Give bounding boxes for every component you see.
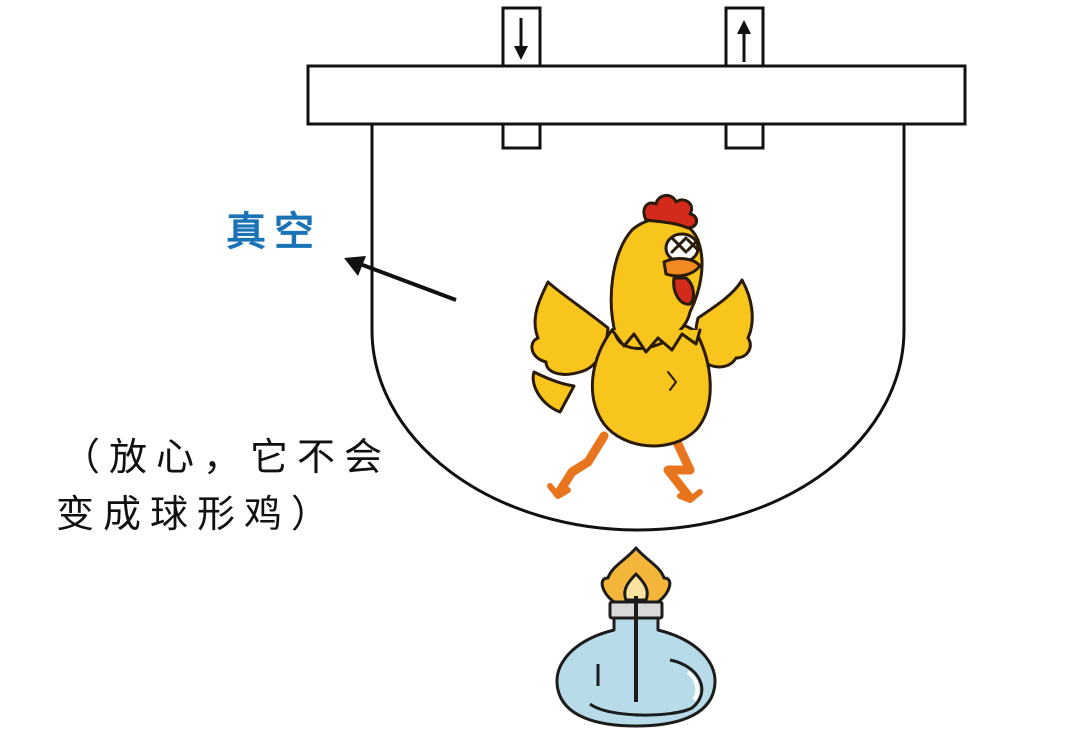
- dizzy-x-icon: [670, 236, 700, 254]
- arrow-down-icon: [514, 18, 528, 60]
- chicken-leg-left: [553, 431, 609, 499]
- alcohol-lamp-icon: [555, 546, 717, 728]
- pointer-arrow: [344, 256, 457, 302]
- chicken-comb: [642, 194, 698, 230]
- chicken-wattle: [672, 276, 695, 306]
- chicken-wing-left: [530, 280, 610, 376]
- outlet-pipe-bottom: [724, 122, 765, 150]
- outlet-pipe-top: [724, 6, 765, 68]
- note-text-line-1: （放心，它不会: [62, 435, 392, 479]
- inlet-pipe-bottom: [501, 122, 542, 150]
- note-text-line-2: 变成球形鸡）: [56, 492, 339, 536]
- arrow-up-icon: [737, 20, 751, 62]
- chicken-leg-right: [663, 435, 695, 503]
- dizzy-chicken-illustration: [530, 194, 754, 503]
- chicken-tail: [531, 370, 576, 414]
- vacuum-label: 真空: [226, 209, 322, 255]
- chicken-beak: [662, 257, 702, 278]
- chamber-lid: [306, 64, 967, 126]
